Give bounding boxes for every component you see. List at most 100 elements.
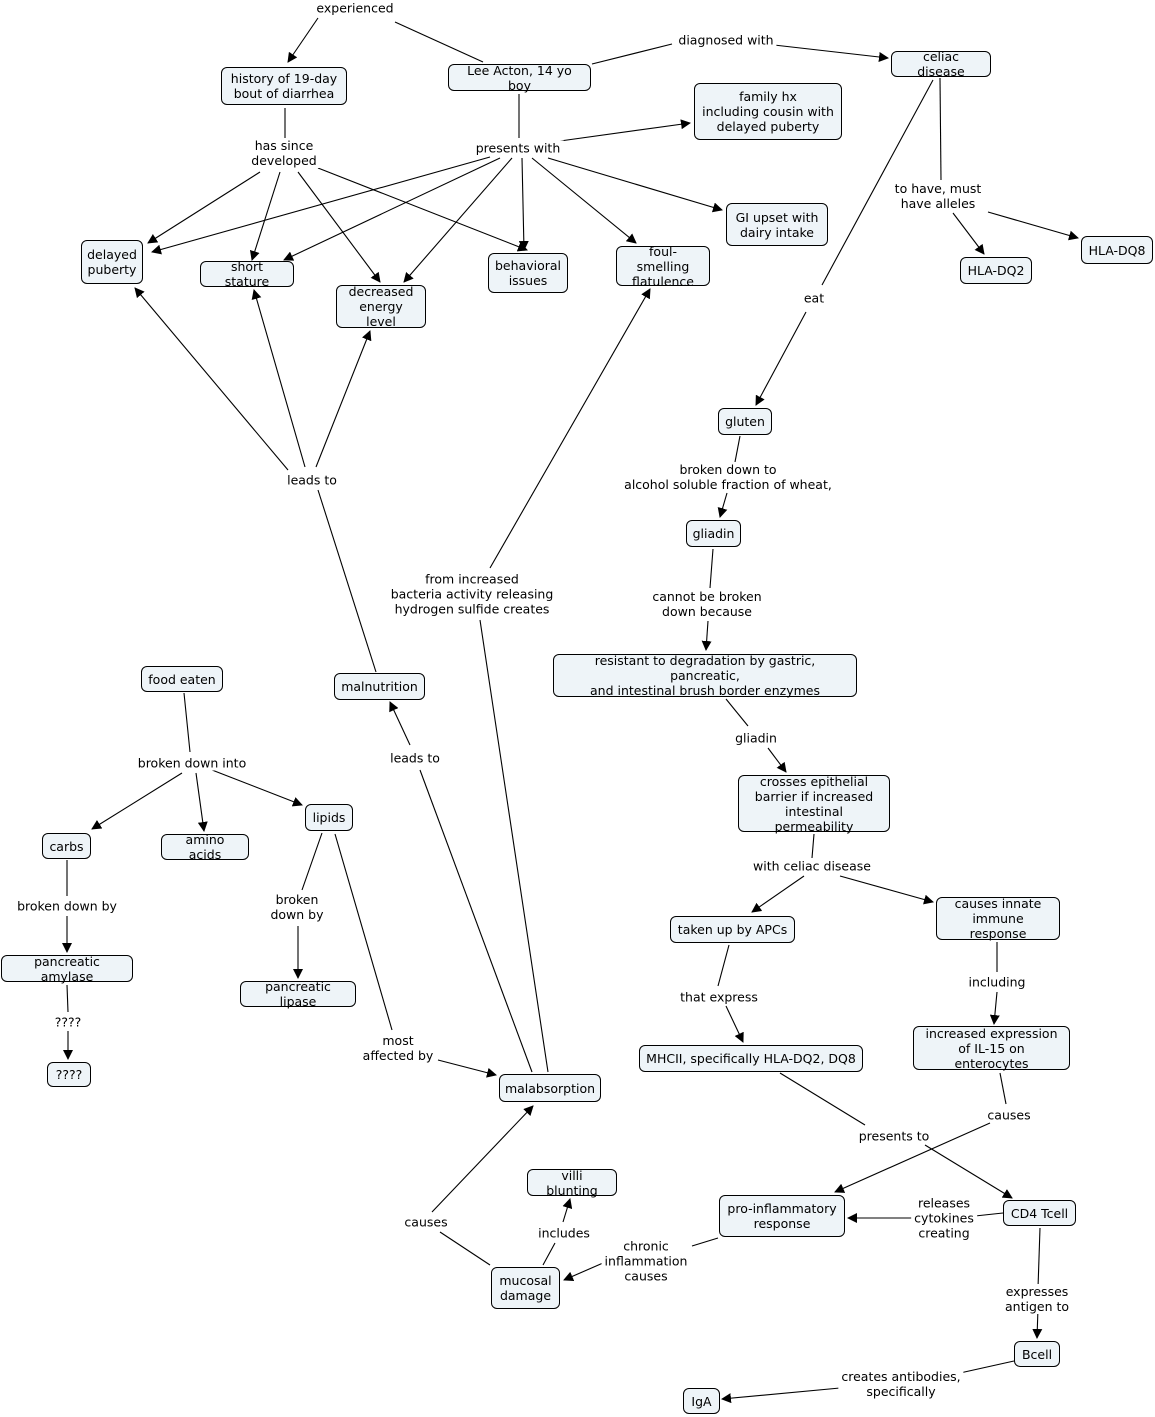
node-short-stature[interactable]: short stature [200,259,294,289]
link-leads-to-lower: leads to [387,750,443,766]
edge-hassince-stature [249,171,281,261]
edge-crosses-withceliac [811,833,815,859]
edge-cannot-resistant [701,620,712,651]
edge-cd4-expresses [1037,1227,1041,1289]
edge-brokeninto-lipids [211,769,303,807]
link-chronic-inflammation: chronic inflammation causes [601,1238,691,1284]
node-villi-blunting[interactable]: villi blunting [527,1168,617,1198]
node-cd4-tcell[interactable]: CD4 Tcell [1003,1200,1076,1226]
edge-eat-gluten [755,311,807,406]
node-innate-immune[interactable]: causes innate immune response [936,896,1060,941]
edge-hassince-behavioral [317,167,528,252]
node-taken-up-apcs[interactable]: taken up by APCs [670,916,795,943]
edge-causes-malabsorption [431,1105,534,1213]
edge-celiac-eat [821,79,934,286]
edge-including-il15 [989,991,1000,1025]
link-including: including [965,974,1029,990]
edge-express-mhcii [725,1005,744,1043]
edge-tohave-dq8 [987,211,1079,241]
edge-mostaffected-malabsorption [437,1059,497,1078]
node-carbs[interactable]: carbs [42,833,91,859]
edge-mhcii-presentsto [779,1072,866,1126]
edge-amylase-qmarks [66,984,69,1013]
link-that-express: that express [677,989,761,1005]
edge-mucosal-includes [542,1242,556,1266]
edge-malabsorption-frominc [479,619,549,1073]
node-behavioral-issues[interactable]: behavioral issues [488,253,568,293]
edge-proinflam-chronic [691,1237,719,1247]
link-presents-to: presents to [855,1128,933,1144]
edge-presents-stature [283,157,501,261]
edge-presents-family [559,119,691,142]
node-pancreatic-lipase[interactable]: pancreatic lipase [240,979,356,1009]
node-hla-dq8[interactable]: HLA-DQ8 [1081,236,1153,264]
node-lee-acton[interactable]: Lee Acton, 14 yo boy [448,63,591,93]
node-pancreatic-amylase[interactable]: pancreatic amylase [1,954,133,984]
edge-chronic-mucosal [563,1262,604,1281]
edge-causes-proinflam [834,1122,991,1193]
edge-presents-flatulence [531,157,637,244]
node-malnutrition[interactable]: malnutrition [334,673,425,700]
node-decreased-energy[interactable]: decreased energy level [336,284,426,329]
edge-includes-villi [562,1198,573,1223]
edge-hassince-puberty [147,171,261,244]
node-bcell[interactable]: Bcell [1014,1341,1060,1367]
node-unknown[interactable]: ???? [47,1062,91,1087]
node-mucosal-damage[interactable]: mucosal damage [491,1267,560,1309]
link-experienced: experienced [313,0,397,16]
node-il15-expression[interactable]: increased expression of IL-15 on enteroc… [913,1026,1070,1071]
link-qmarks: ???? [51,1014,85,1030]
edge-frominc-flatulence [489,288,651,569]
edge-celiac-tohave [939,77,942,181]
edge-leadsto-energy [315,330,372,468]
node-malabsorption[interactable]: malabsorption [499,1074,601,1102]
link-eat: eat [800,290,828,306]
node-proinflammatory[interactable]: pro-inflammatory response [719,1195,845,1237]
node-gluten[interactable]: gluten [718,408,772,435]
node-celiac-disease[interactable]: celiac disease [891,49,991,79]
link-causes-malabsorption: causes [401,1214,451,1230]
node-amino-acids[interactable]: amino acids [161,832,249,862]
node-gliadin[interactable]: gliadin [686,520,741,547]
link-to-have-alleles: to have, must have alleles [891,181,985,211]
node-mhcii[interactable]: MHCII, specifically HLA-DQ2, DQ8 [639,1045,863,1072]
node-lipids[interactable]: lipids [305,804,353,831]
edge-lee-diagnosed [591,43,673,65]
node-iga[interactable]: IgA [683,1388,720,1414]
edge-hassince-energy [297,171,381,283]
link-broken-down-by-lipids: broken down by [267,892,327,922]
node-delayed-puberty[interactable]: delayed puberty [81,240,143,284]
edge-leadsto-stature [251,289,306,468]
edge-cd4-releases [974,1212,1004,1217]
link-cannot-be-broken-down: cannot be broken down because [649,589,765,619]
link-causes-il15: causes [984,1107,1034,1123]
node-family-hx[interactable]: family hx including cousin with delayed … [694,83,842,140]
edge-malabsorption-leadsto [419,769,533,1073]
edge-brokento-gliadin [717,492,728,518]
node-foul-flatulence[interactable]: foul-smelling flatulence [616,244,710,289]
node-hla-dq2[interactable]: HLA-DQ2 [960,257,1032,284]
link-expresses-antigen: expresses antigen to [978,1284,1096,1314]
node-resistant-degradation[interactable]: resistant to degradation by gastric, pan… [553,653,857,698]
edge-lipids-brokenby [301,832,323,891]
edge-malnutrition-leadsto [317,489,377,673]
link-broken-down-into: broken down into [134,755,250,771]
edge-presents-energy [403,157,513,283]
node-history-diarrhea[interactable]: history of 19-day bout of diarrhea [221,67,347,105]
edge-brokeninto-carbs [91,772,183,830]
link-creates-antibodies: creates antibodies, specifically [838,1369,964,1399]
edge-lee-experienced [394,21,484,63]
edge-withceliac-innate [839,875,934,905]
edge-resistant-gliadinlink [725,698,749,727]
node-crosses-barrier[interactable]: crosses epithelial barrier if increased … [738,774,890,834]
node-food-eaten[interactable]: food eaten [141,666,223,692]
edge-il15-causes [999,1072,1007,1105]
link-presents-with: presents with [472,140,564,156]
edge-lipids-mostaffected [334,833,393,1031]
link-from-increased-bacteria: from increased bacteria activity releasi… [387,571,557,617]
link-broken-down-to: broken down to alcohol soluble fraction … [621,462,835,492]
node-gi-upset[interactable]: GI upset with dairy intake [726,203,828,246]
link-diagnosed-with: diagnosed with [675,32,777,48]
link-releases-cytokines: releases cytokines creating [911,1195,977,1241]
